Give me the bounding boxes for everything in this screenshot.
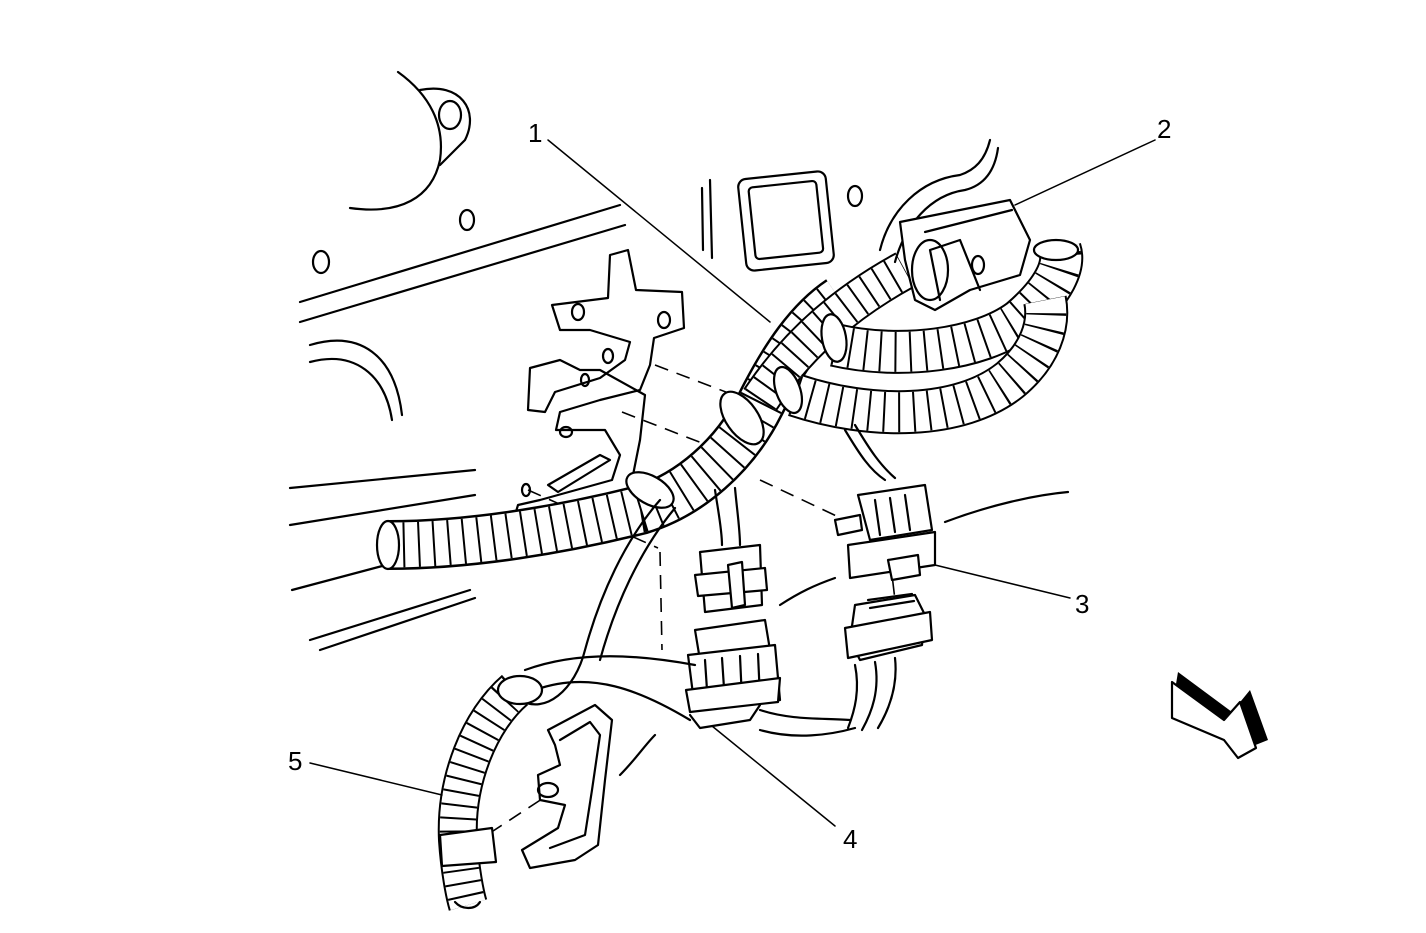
connector-4 [684,486,782,730]
callout-3: 3 [1075,589,1089,619]
leader-line-4 [711,725,836,827]
lower-retaining-bracket [520,703,614,870]
alignment-dash-lines [489,364,896,834]
callout-2: 2 [1157,114,1171,144]
lower-harness [437,498,857,911]
leader-line-2 [1014,139,1156,206]
connector-3 [833,423,937,732]
harness-band-clamps [625,313,848,509]
right-harness-conduits [788,238,1084,435]
leader-lines [309,139,1156,827]
callout-5: 5 [288,746,302,776]
leader-line-1 [547,139,771,323]
callout-4: 4 [843,824,857,854]
callout-labels: 1 2 3 4 5 [288,114,1171,854]
front-direction-arrow-icon [1170,672,1268,760]
connector-2 [898,198,1032,312]
callout-1: 1 [528,118,542,148]
leader-line-5 [309,762,443,796]
leader-line-3 [934,564,1071,599]
body-panel [288,70,1070,777]
